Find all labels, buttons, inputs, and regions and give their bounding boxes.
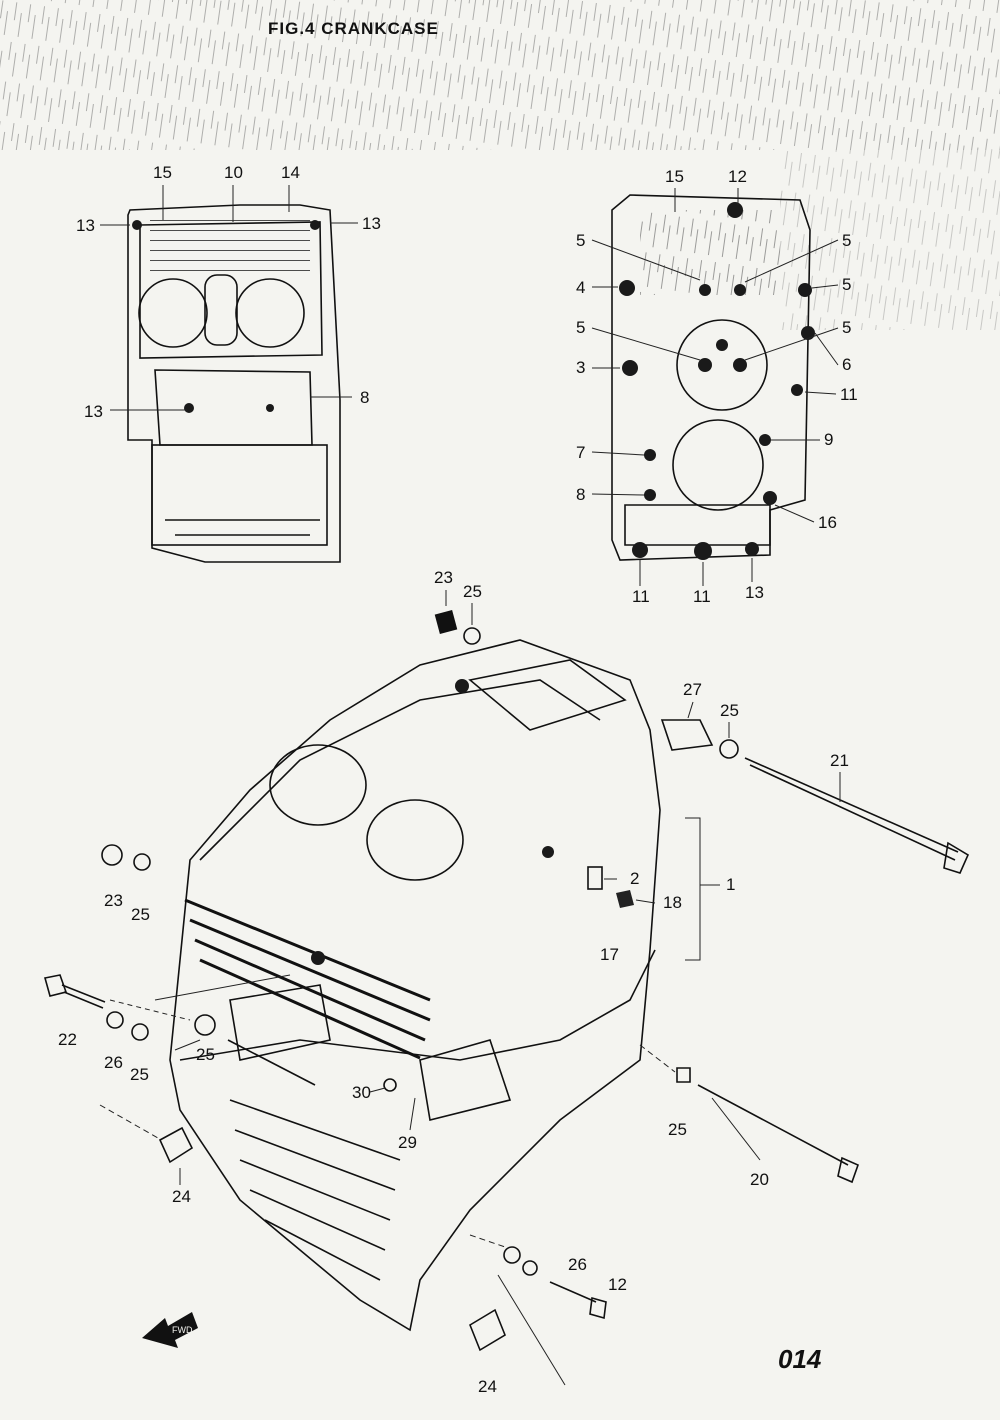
callout: 24: [478, 1377, 497, 1396]
callout: 26: [568, 1255, 587, 1274]
main-callouts: 23 25 27 25 21 23 25 2 18 1 17 22 26 25 …: [58, 568, 849, 1396]
callout: 25: [196, 1045, 215, 1064]
fasteners: [43, 610, 970, 1352]
callout: 22: [58, 1030, 77, 1049]
callout: 11: [632, 587, 650, 606]
scan-noise-band: [0, 0, 1000, 150]
callout: 25: [720, 701, 739, 720]
upper-case-top-view: [127, 204, 341, 563]
callout: 5: [842, 318, 851, 337]
callout: 25: [130, 1065, 149, 1084]
callout: 11: [693, 587, 711, 606]
callout: 8: [576, 485, 585, 504]
callout: 25: [463, 582, 482, 601]
callout: 23: [104, 891, 123, 910]
callout: 25: [131, 905, 150, 924]
callout: 30: [352, 1083, 371, 1102]
callout: 10: [224, 163, 243, 182]
crankcase-assembly: [169, 639, 661, 1332]
callout: 12: [728, 167, 747, 186]
page-number: 014: [778, 1344, 822, 1374]
callout: 26: [104, 1053, 123, 1072]
callout: 25: [668, 1120, 687, 1139]
callout: 15: [153, 163, 172, 182]
callout: 29: [398, 1133, 417, 1152]
callout: 13: [362, 214, 381, 233]
callout: 13: [745, 583, 764, 602]
callout: 12: [608, 1275, 627, 1294]
callout: 4: [576, 278, 585, 297]
callout: 7: [576, 443, 585, 462]
callout: 5: [842, 231, 851, 250]
top-right-callouts: 15 12 5 5 4 5 5 5 3 6 11 7 9 8 16 11 11 …: [576, 167, 858, 606]
callout: 27: [683, 680, 702, 699]
callout: 16: [818, 513, 837, 532]
callout: 2: [630, 869, 639, 888]
callout: 11: [840, 385, 858, 404]
callout: 5: [576, 231, 585, 250]
callout: 9: [824, 430, 833, 449]
lower-case-bottom-view: [611, 194, 815, 561]
callout: 24: [172, 1187, 191, 1206]
callout: 5: [842, 275, 851, 294]
callout: 3: [576, 358, 585, 377]
callout: 8: [360, 388, 369, 407]
callout: 14: [281, 163, 300, 182]
bracket-item-1: [685, 817, 720, 961]
callout: 23: [434, 568, 453, 587]
front-direction-arrow: FWD: [142, 1312, 198, 1348]
figure-title: FIG.4 CRANKCASE: [268, 19, 439, 38]
callout: 13: [76, 216, 95, 235]
callout: 17: [600, 945, 619, 964]
callout: 1: [726, 875, 735, 894]
scan-noise-right: [780, 150, 1000, 330]
callout: 13: [84, 402, 103, 421]
callout: 21: [830, 751, 849, 770]
top-left-callouts: 15 10 14 13 13 13 8: [76, 163, 381, 421]
svg-text:FWD: FWD: [172, 1325, 193, 1335]
callout: 15: [665, 167, 684, 186]
callout: 6: [842, 355, 851, 374]
callout: 20: [750, 1170, 769, 1189]
callout: 18: [663, 893, 682, 912]
callout: 5: [576, 318, 585, 337]
